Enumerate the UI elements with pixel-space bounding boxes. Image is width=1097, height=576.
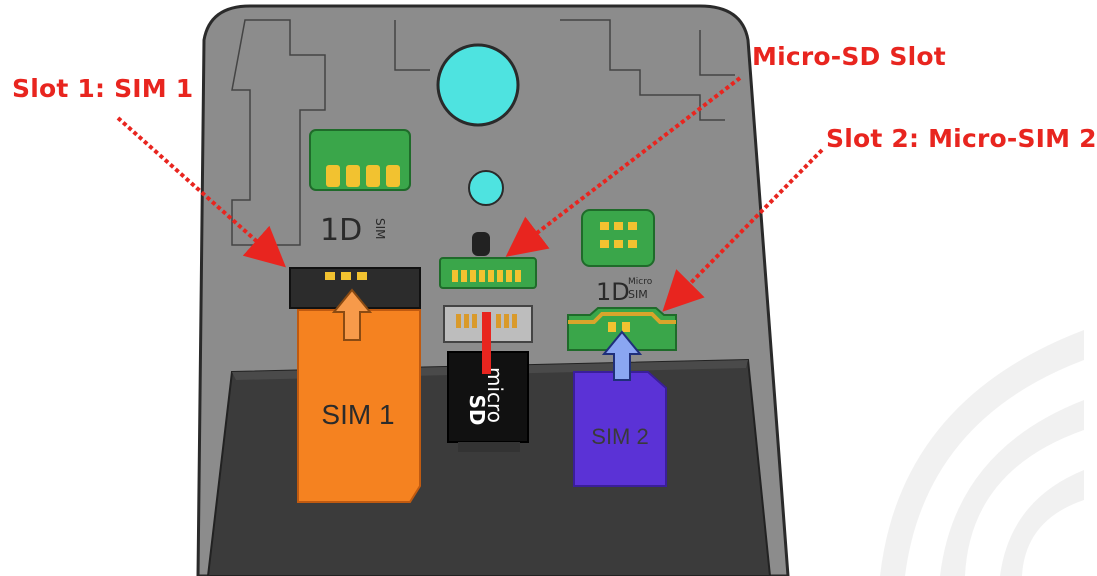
sim-mark-text: SIM [373,218,387,240]
sim2-card: SIM 2 [573,371,667,487]
sim2-slot-mark: 1D Micro SIM [596,277,653,306]
slot2-callout-label: Slot 2: Micro-SIM 2 [826,124,1097,153]
slot1-callout-label: Slot 1: SIM 1 [12,74,194,103]
sim2-slot [567,307,677,351]
slot1-pointer [116,116,286,268]
flash-led [468,170,504,206]
sim1-insert-arrow [331,288,373,341]
sim2-insert-arrow [601,330,643,381]
microsd-pointer [505,76,742,257]
sim2-card-label: SIM 2 [591,424,648,449]
svg-text:1D: 1D [596,278,630,306]
slot2-pointer [662,148,824,312]
microsd-callout-label: Micro-SD Slot [752,42,946,71]
sim1-slot-mark: 1D SIM [320,213,387,248]
sim2-contacts [581,209,655,267]
microsd-logo-text: micro [483,367,507,423]
microsd-card: micro SD [447,351,529,452]
svg-text:1D: 1D [320,213,362,248]
micro-mark-bottom: SIM [628,288,648,301]
watermark-logo [880,330,1084,576]
micro-mark-top: Micro [628,277,653,287]
microsd-mark-text: SD [465,394,489,425]
sim1-card-label: SIM 1 [321,399,394,430]
sim1-contacts [309,129,411,191]
sim1-card: SIM 1 [297,309,421,503]
camera-lens [436,43,520,127]
microsd-insert-arrow [482,312,491,374]
